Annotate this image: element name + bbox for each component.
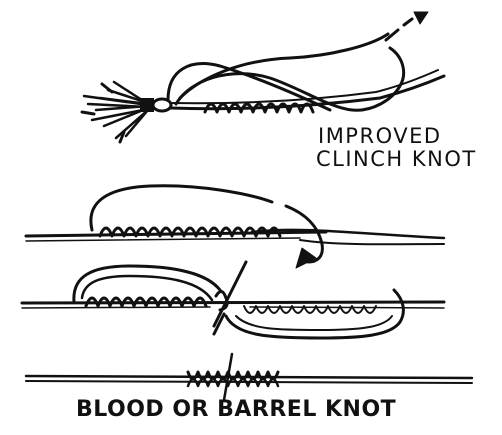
- step2-left-loop: [74, 266, 220, 302]
- line-through: [22, 302, 444, 303]
- improved-clinch-label-line2: CLINCH KNOT: [316, 149, 477, 170]
- improved-clinch-label-line1: IMPROVED: [318, 126, 442, 147]
- arrow-head-icon: [414, 12, 428, 24]
- blood-knot-step-1-figure: [26, 186, 444, 268]
- blood-knot-finished-figure: [26, 354, 472, 400]
- pull-direction-arrow: [386, 19, 412, 40]
- blood-knot-step-2-figure: [22, 262, 444, 338]
- step1-overhand-loop: [91, 186, 272, 230]
- fly-lure-icon: [82, 82, 154, 142]
- turn-arrow-icon: [296, 248, 316, 268]
- blood-knot-label: BLOOD OR BARREL KNOT: [76, 399, 396, 421]
- improved-clinch-knot-figure: [82, 12, 444, 142]
